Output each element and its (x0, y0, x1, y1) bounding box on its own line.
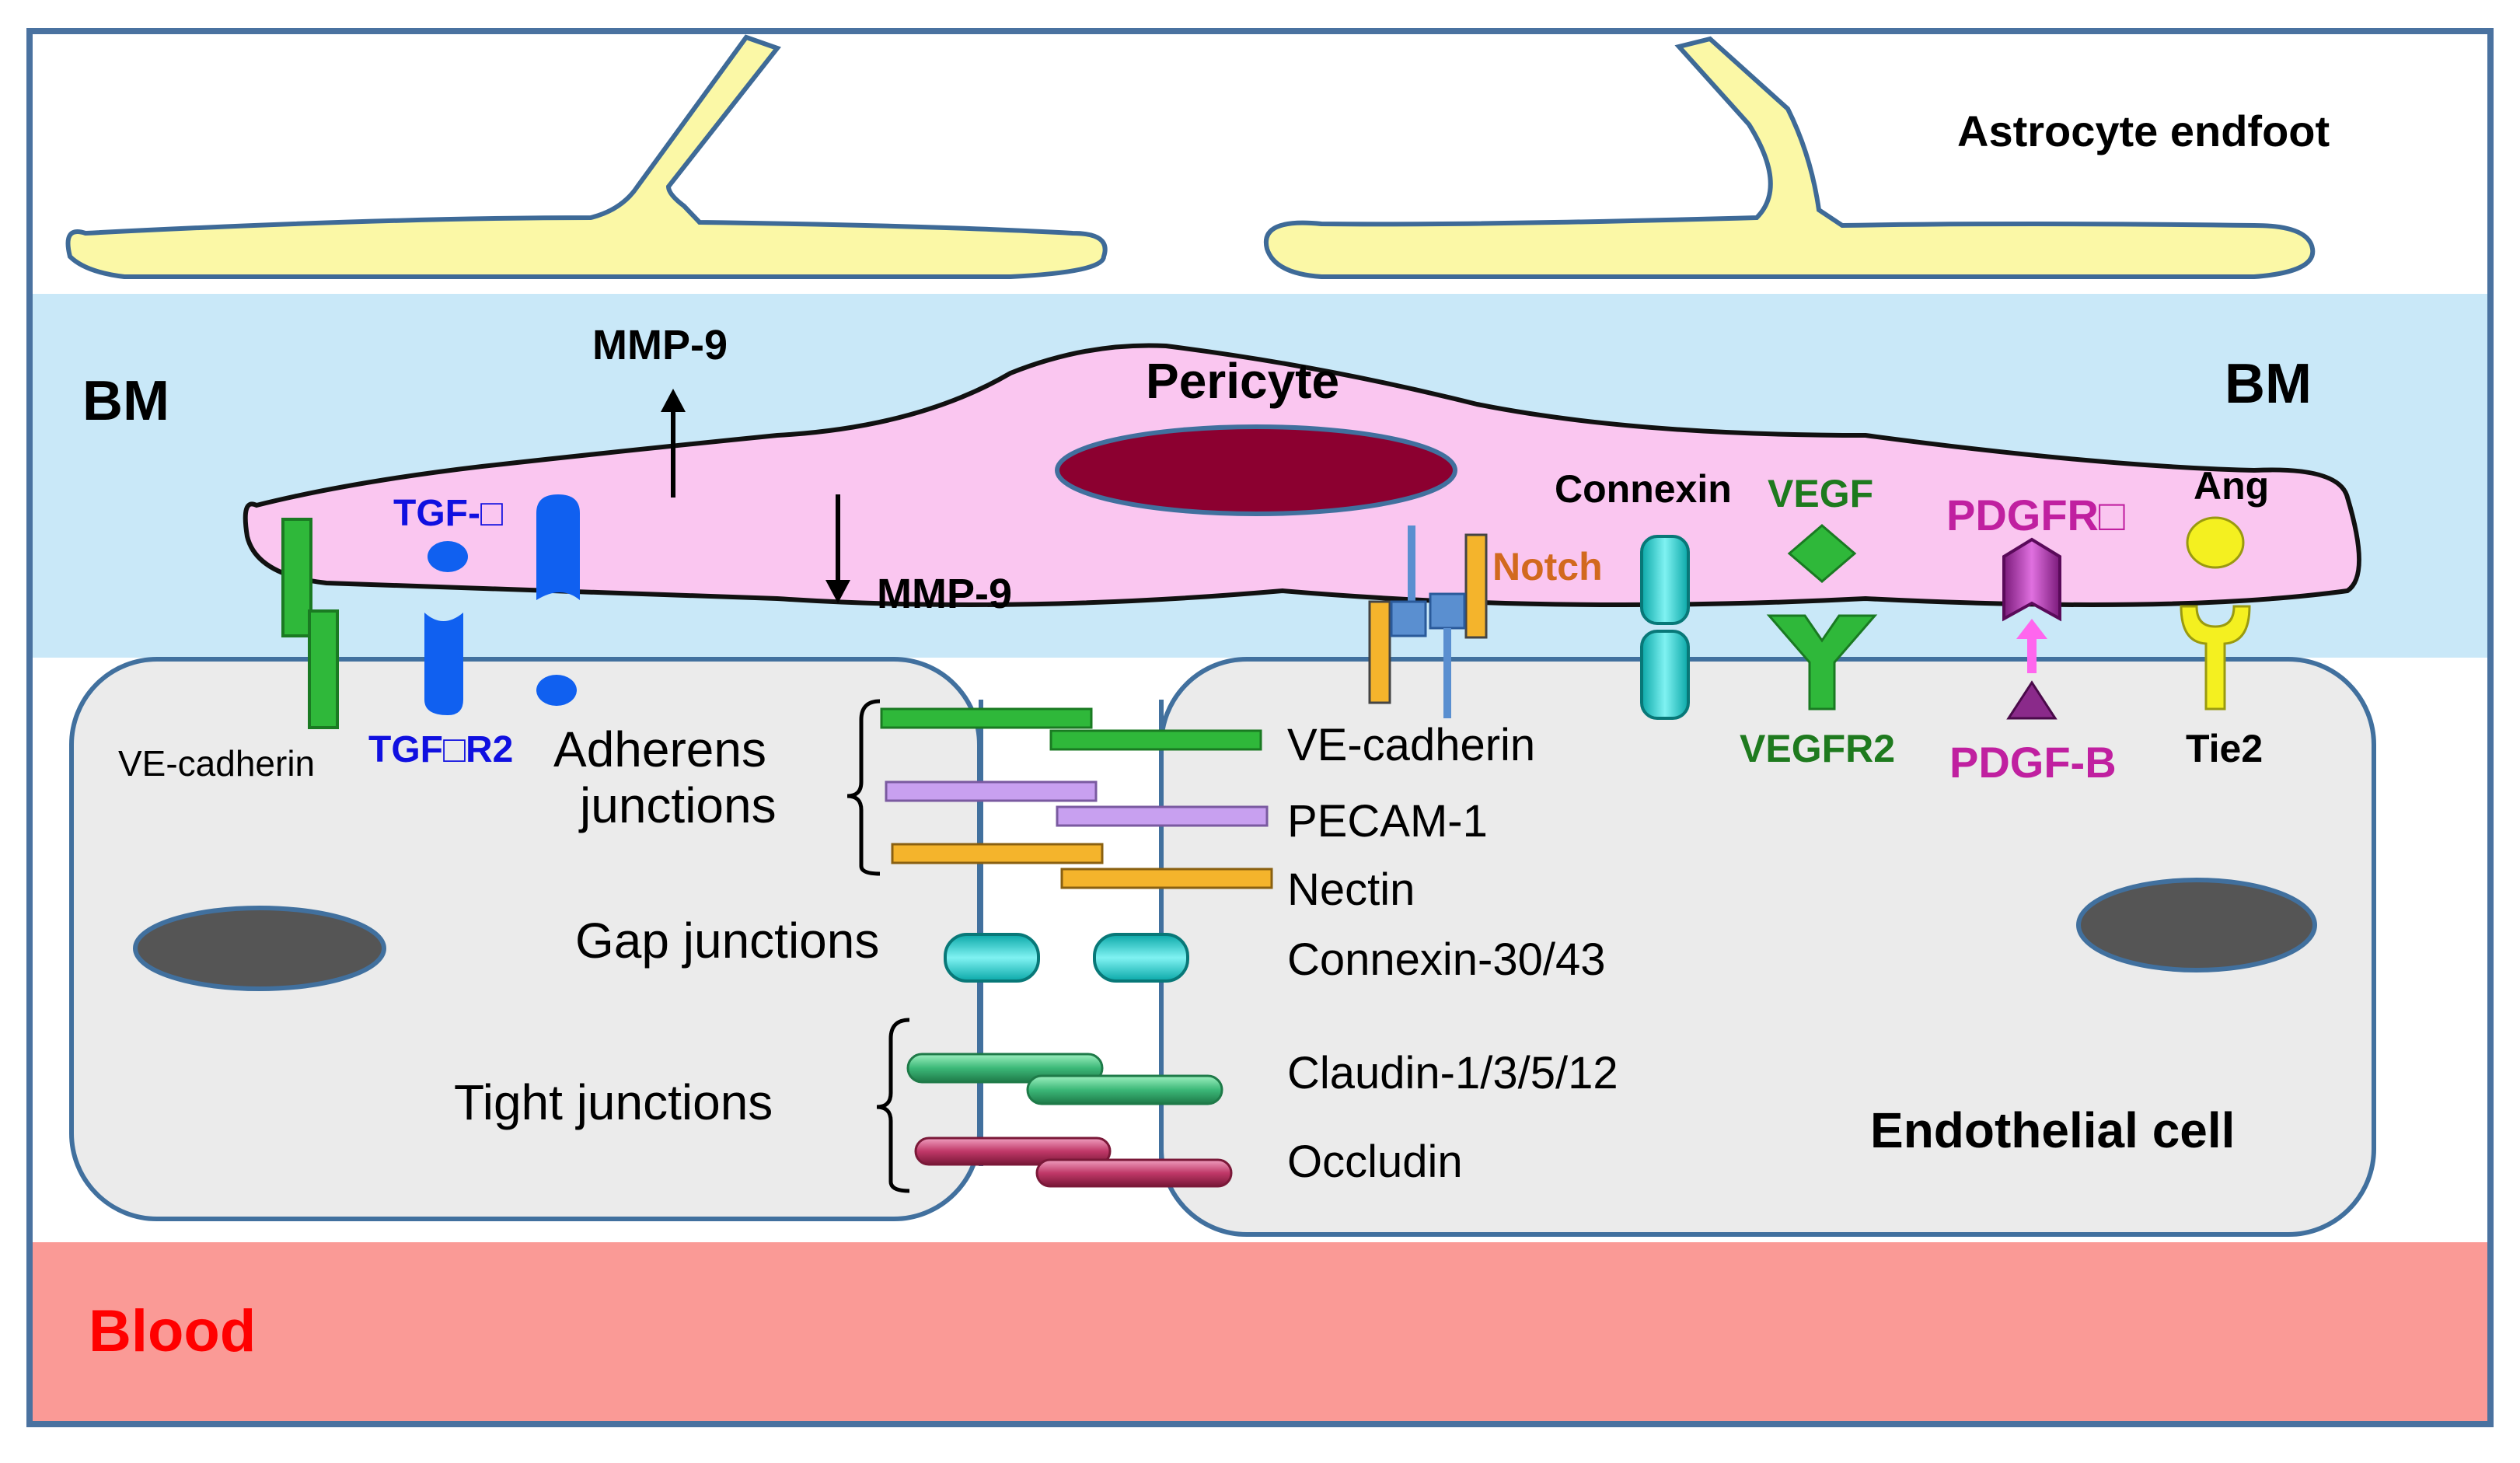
occludin-label: Occludin (1287, 1137, 1463, 1187)
nectin-bar-right (1060, 868, 1273, 889)
tgf-beta-ligand (428, 541, 468, 572)
bm-label-right: BM (2225, 353, 2312, 415)
mmp9-down-arrow-head (825, 580, 850, 603)
adherens-label-1: Adherens (553, 721, 766, 777)
claudin-bar-right (1026, 1074, 1223, 1105)
bm-label-left: BM (82, 370, 169, 432)
astrocyte-endfoot-label: Astrocyte endfoot (1957, 106, 2330, 155)
pericyte-label: Pericyte (1146, 353, 1339, 409)
ang-ligand (2186, 516, 2245, 569)
connexin-label: Connexin (1555, 467, 1732, 511)
tie2-receptor (2180, 605, 2251, 711)
claudin-label: Claudin-1/3/5/12 (1287, 1048, 1618, 1098)
tie2-label: Tie2 (2186, 727, 2263, 770)
tgfbr2-receptor-top (536, 494, 580, 600)
pericyte-nucleus (1055, 424, 1457, 516)
adherens-brace (846, 699, 881, 876)
ve-cadherin-left-label: VE-cadherin (118, 743, 315, 784)
pdgf-arrow-head (2016, 619, 2047, 639)
mmp9-up-arrow-head (661, 389, 686, 412)
gap-junction-right (1093, 933, 1189, 983)
notch-orange-bar-endo (1368, 600, 1391, 704)
vegfr2-label: VEGFR2 (1740, 727, 1895, 770)
ve-cadherin-pericyte-bar (281, 518, 312, 637)
tgf-beta-ligand-free (536, 675, 577, 706)
vegf-ligand (1787, 524, 1857, 583)
gap-junctions-label: Gap junctions (575, 913, 879, 969)
ve-cadherin-bar-left (880, 707, 1093, 729)
occludin-bar-left (914, 1137, 1112, 1166)
tight-junctions-label: Tight junctions (454, 1074, 773, 1130)
notch-square-right (1429, 592, 1466, 630)
tgf-beta-label: TGF-□ (393, 493, 503, 534)
adherens-label-2: junctions (578, 777, 777, 833)
vegfr2-receptor (1766, 614, 1878, 711)
endothelial-nucleus-left (133, 906, 386, 991)
ve-cadherin-bar-right (1049, 729, 1262, 751)
ve-cadherin-endo-bar (308, 609, 339, 729)
notch-orange-bar-pericyte (1464, 533, 1488, 639)
blood-band (30, 1242, 2490, 1424)
blood-label: Blood (89, 1298, 256, 1364)
connexin-channel-bottom (1640, 630, 1690, 720)
pdgf-b-label: PDGF-B (1949, 738, 2117, 787)
pecam-bar-right (1056, 805, 1269, 827)
endothelial-nucleus-right (2076, 878, 2317, 972)
ang-label: Ang (2194, 464, 2269, 508)
astrocyte-endfoot-right (1263, 36, 2316, 279)
notch-square-left (1390, 600, 1427, 637)
figure-frame (26, 28, 2494, 1427)
pdgf-b-ligand (2006, 680, 2058, 720)
gap-junction-left (944, 933, 1040, 983)
pecam-bar-left (885, 780, 1098, 802)
vegf-label: VEGF (1768, 472, 1873, 515)
tgfbr2-receptor-bottom (424, 613, 463, 715)
nectin-bar-left (891, 843, 1104, 864)
mmp9-up-label: MMP-9 (592, 322, 728, 368)
connexin-3043-label: Connexin-30/43 (1287, 934, 1606, 985)
connexin-channel-top (1640, 535, 1690, 625)
tgfbr2-label: TGF□R2 (368, 729, 513, 770)
tight-brace (876, 1018, 910, 1193)
mmp9-down-label: MMP-9 (877, 571, 1012, 617)
ve-cadherin-right-label: VE-cadherin (1287, 720, 1535, 770)
notch-label: Notch (1492, 545, 1603, 588)
occludin-bar-right (1035, 1158, 1233, 1188)
astrocyte-endfoot-left (65, 34, 1108, 279)
pecam-label: PECAM-1 (1287, 796, 1488, 847)
pdgfr-beta-label: PDGFR□ (1946, 491, 2125, 539)
endothelial-cell-label: Endothelial cell (1870, 1102, 2235, 1158)
nectin-label: Nectin (1287, 864, 1415, 915)
pdgfr-beta-receptor (2002, 537, 2061, 622)
